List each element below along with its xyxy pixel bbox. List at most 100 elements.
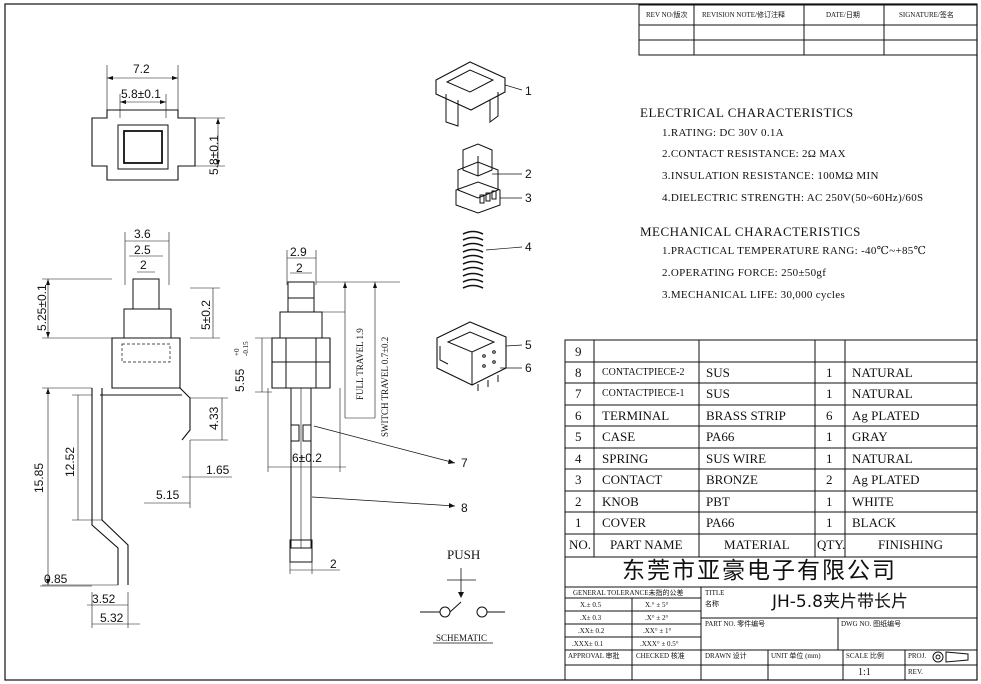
tolerance-angular: .XXX° ± 0.5° [640, 640, 679, 648]
bom-part: CONTACTPIECE-2 [602, 367, 685, 378]
bom-material: PBT [706, 494, 730, 509]
dwg-no-label: DWG NO. 图纸编号 [841, 620, 902, 628]
bom-no: 6 [575, 408, 582, 423]
dim-w2: 2 [140, 258, 147, 272]
bom-no: 7 [575, 386, 582, 401]
dim-h555-tol-plus: +0 [233, 348, 241, 356]
bom-header-no: NO. [569, 537, 592, 552]
dim-h1585: 15.85 [32, 462, 46, 493]
mechanical-item: 1.PRACTICAL TEMPERATURE RANG: -40℃~+85℃ [662, 245, 927, 257]
dim-w6: 6±0.2 [292, 451, 322, 465]
dim-bottom-w2: 2 [330, 557, 337, 571]
callout-2: 2 [525, 167, 532, 181]
dim-side-w2: 2 [296, 261, 303, 275]
mechanical-item: 3.MECHANICAL LIFE: 30,000 cycles [662, 289, 846, 301]
scale-label: SCALE 比例 [846, 652, 884, 660]
bom-no: 4 [575, 451, 582, 466]
bom-finish: GRAY [852, 429, 888, 444]
bom-finish: BLACK [852, 515, 897, 530]
part-no-label: PART NO. 零件编号 [705, 620, 766, 628]
bom-qty: 1 [826, 451, 833, 466]
drawing-title: JH-5.8夹片带长片 [772, 592, 908, 612]
bom-finish: NATURAL [852, 365, 913, 380]
dim-top-inner: 5.8±0.1 [121, 87, 161, 101]
bom-part: CONTACT [602, 472, 663, 487]
dim-h1252: 12.52 [63, 446, 77, 477]
electrical-item: 4.DIELECTRIC STRENGTH: AC 250V(50~60Hz)/… [662, 192, 924, 204]
dim-top-width: 7.2 [133, 62, 150, 76]
bom-qty: 2 [826, 472, 833, 487]
scale-value: 1:1 [858, 667, 871, 678]
revision-note-header: REVISION NOTE/修订注释 [702, 11, 786, 19]
bom-part: SPRING [602, 451, 649, 466]
approval-label: APPROVAL 审批 [568, 652, 620, 660]
bom-qty: 1 [826, 515, 833, 530]
bom-qty: 1 [826, 386, 833, 401]
tolerance-header: GENERAL TOLERANCE未指的公差 [573, 589, 684, 597]
dim-w25: 2.5 [134, 243, 151, 257]
rev-no-header: REV NO/版次 [646, 11, 688, 19]
dim-h525: 5.25±0.1 [35, 284, 49, 331]
tolerance-linear: .XX± 0.2 [578, 627, 605, 635]
bom-material: BRASS STRIP [706, 408, 786, 423]
bom-part: KNOB [602, 494, 639, 509]
mechanical-heading: MECHANICAL CHARACTERISTICS [640, 224, 861, 239]
dim-w085: 0.85 [44, 572, 68, 586]
dim-w515: 5.15 [156, 488, 180, 502]
bom-header-material: MATERIAL [724, 537, 790, 552]
electrical-item: 3.INSULATION RESISTANCE: 100MΩ MIN [662, 170, 879, 182]
bom-material: SUS WIRE [706, 451, 767, 466]
signature-header: SIGNATURE/签名 [899, 11, 954, 19]
rev-label: REV. [908, 668, 923, 676]
callout-1: 1 [525, 84, 532, 98]
callout-8: 8 [461, 501, 468, 515]
tolerance-angular: .XX° ± 1° [643, 627, 672, 635]
full-travel-label: FULL TRAVEL 1.9 [355, 328, 365, 400]
callout-4: 4 [525, 240, 532, 254]
dim-w532: 5.32 [100, 611, 124, 625]
bom-finish: Ag PLATED [852, 472, 920, 487]
tolerance-linear: .XXX± 0.1 [572, 640, 604, 648]
schematic-label: SCHEMATIC [436, 633, 488, 643]
bom-no: 5 [575, 429, 582, 444]
bom-header-qty: QTY. [817, 537, 846, 552]
bom-no: 8 [575, 365, 582, 380]
title-label-cn: 名称 [705, 600, 719, 608]
bom-part: CONTACTPIECE-1 [602, 388, 685, 399]
dim-top-height: 5.8±0.1 [207, 135, 221, 175]
checked-label: CHECKED 核准 [636, 652, 685, 660]
bom-finish: WHITE [852, 494, 894, 509]
company-name: 东莞市亚豪电子有限公司 [622, 558, 897, 584]
tolerance-angular: .X° ± 2° [645, 614, 669, 622]
bom-no: 2 [575, 494, 582, 509]
bom-header-finishing: FINISHING [878, 537, 943, 552]
drawn-label: DRAWN 设计 [705, 652, 747, 660]
bom-finish: NATURAL [852, 451, 913, 466]
bom-part: TERMINAL [602, 408, 670, 423]
bom-material: BRONZE [706, 472, 758, 487]
bom-no: 9 [575, 344, 582, 359]
bom-qty: 6 [826, 408, 833, 423]
bom-qty: 1 [826, 365, 833, 380]
bom-material: SUS [706, 365, 730, 380]
dim-h555: 5.55 [233, 368, 247, 392]
tolerance-linear: X.± 0.5 [580, 601, 602, 609]
push-label: PUSH [447, 547, 481, 562]
callout-7: 7 [461, 456, 468, 470]
date-header: DATE/日期 [826, 11, 860, 19]
dim-w352: 3.52 [92, 592, 116, 606]
electrical-heading: ELECTRICAL CHARACTERISTICS [640, 105, 854, 120]
proj-label: PROJ. [908, 652, 927, 660]
dim-h433: 4.33 [207, 406, 221, 430]
bom-material: PA66 [706, 429, 735, 444]
callout-3: 3 [525, 191, 532, 205]
bom-material: PA66 [706, 515, 735, 530]
bom-no: 1 [575, 515, 582, 530]
electrical-item: 1.RATING: DC 30V 0.1A [662, 127, 784, 139]
bom-part: COVER [602, 515, 647, 530]
dim-h5: 5±0.2 [199, 300, 213, 330]
unit-label: UNIT 单位 (mm) [771, 652, 821, 660]
dim-w165: 1.65 [206, 463, 230, 477]
